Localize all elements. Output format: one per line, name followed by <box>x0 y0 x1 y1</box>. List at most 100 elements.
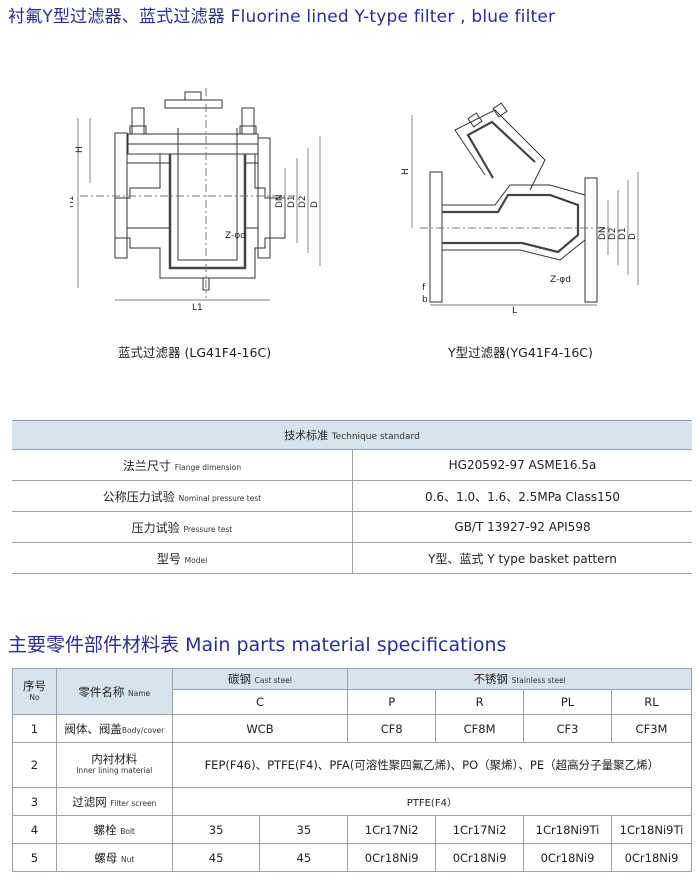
spec-value: Y型、蓝式 Y type basket pattern <box>352 542 692 574</box>
value-cell: 0Cr18Ni9 <box>347 843 437 872</box>
y-filter-caption: Y型过滤器(YG41F4-16C) <box>448 345 593 360</box>
spec-label-cn: 法兰尺寸 <box>122 458 171 473</box>
spec-label-cn: 压力试验 <box>131 520 180 535</box>
spec-label-en: Pressure test <box>183 524 233 534</box>
page-title-cn: 衬氟Y型过滤器、蓝式过滤器 <box>8 7 225 27</box>
y-dim-d1-label: D1 <box>618 227 628 240</box>
value-cell: 45 <box>259 843 349 872</box>
value-cell: 0Cr18Ni9 <box>523 843 612 872</box>
header-ss-cn: 不锈钢 <box>473 672 508 686</box>
value-cell: WCB <box>171 714 349 743</box>
spec-label: 型号 Model <box>12 542 353 574</box>
technique-standard-table: 技术标准 Technique standard 法兰尺寸 Flange dime… <box>12 420 692 574</box>
y-dim-h-label: H <box>401 168 411 175</box>
value-cell: 35 <box>259 815 349 844</box>
row-no: 1 <box>12 714 57 743</box>
materials-title-cn: 主要零件部件材料表 <box>8 634 180 656</box>
row-name-cn: 内衬材料 <box>91 752 138 766</box>
row-name: 螺母 Nut <box>55 843 173 872</box>
header-name: 零件名称 Name <box>55 668 173 715</box>
spec-label-cn: 公称压力试验 <box>102 489 175 504</box>
table-row: 5 螺母 Nut 45 45 0Cr18Ni9 0Cr18Ni9 0Cr18Ni… <box>12 843 693 872</box>
header-cast-steel: 碳钢 Cast steel <box>171 668 349 690</box>
spec-label-en: Model <box>184 555 208 565</box>
y-dim-l-label: L <box>512 306 517 315</box>
materials-title-en: Main parts material specifications <box>185 634 507 656</box>
code-cell: C <box>171 689 349 715</box>
value-cell: 1Cr18Ni9Ti <box>610 815 693 844</box>
spec-label: 法兰尺寸 Flange dimension <box>12 449 353 481</box>
page-title: 衬氟Y型过滤器、蓝式过滤器 Fluorine lined Y-type filt… <box>8 2 555 27</box>
materials-section-title: 主要零件部件材料表 Main parts material specificat… <box>8 630 506 657</box>
row-name: 过滤网 Filter screen <box>55 787 173 816</box>
row-no: 4 <box>12 815 57 844</box>
code-cell: RL <box>610 689 693 715</box>
row-no: 2 <box>12 742 57 788</box>
spec-row: 压力试验 Pressure test GB/T 13927-92 API598 <box>12 511 692 543</box>
dim-zphid-label: Z-φd <box>225 231 246 241</box>
header-name-cn: 零件名称 <box>78 684 125 699</box>
row-name-cn: 阀体、阀盖 <box>64 721 122 736</box>
spec-value: GB/T 13927-92 API598 <box>352 511 692 543</box>
dim-h1-label: H1 <box>70 196 76 209</box>
table-row: 1 阀体、阀盖Body/cover WCB CF8 CF8M CF3 CF3M <box>12 714 693 743</box>
header-ss-en: Stainless steel <box>511 676 566 685</box>
row-no: 3 <box>12 787 57 816</box>
cover-handle <box>184 91 202 100</box>
value-cell: CF8 <box>347 714 437 743</box>
spec-row: 公称压力试验 Nominal pressure test 0.6、1.0、1.6… <box>12 480 692 512</box>
value-cell: PTFE(F4） <box>171 787 693 816</box>
spec-label: 公称压力试验 Nominal pressure test <box>12 480 353 512</box>
spec-row: 型号 Model Y型、蓝式 Y type basket pattern <box>12 542 692 574</box>
spec-row: 法兰尺寸 Flange dimension HG20592-97 ASME16.… <box>12 449 692 481</box>
value-cell: CF3 <box>523 714 612 743</box>
dim-h-label: H <box>75 146 85 153</box>
materials-table: 序号 No 零件名称 Name 碳钢 Cast steel 不锈钢 Stainl… <box>12 668 693 872</box>
row-name-cn: 过滤网 <box>72 794 107 809</box>
code-cell: P <box>347 689 437 715</box>
spec-header-cn: 技术标准 <box>284 429 329 442</box>
row-name-en: Nut <box>120 854 135 864</box>
row-name: 螺栓 Bolt <box>55 815 173 844</box>
row-name-cn: 螺母 <box>94 850 118 865</box>
row-name-cn: 螺栓 <box>93 822 117 837</box>
y-dim-f-label: f <box>422 283 426 293</box>
y-filter-drawing: H DN D2 D1 D L Z-φd f b <box>401 102 639 315</box>
basket-filter-caption: 蓝式过滤器 (LG41F4-16C) <box>118 345 272 360</box>
spec-header: 技术标准 Technique standard <box>12 420 692 450</box>
spec-header-en: Technique standard <box>331 432 420 442</box>
header-name-en: Name <box>128 688 151 698</box>
header-cast-cn: 碳钢 <box>228 672 252 686</box>
row-name-en: Bolt <box>120 826 135 836</box>
row-name-en: Body/cover <box>121 725 165 735</box>
dim-dn-label: DN <box>275 194 285 208</box>
y-dim-d2-label: D2 <box>608 227 618 240</box>
value-cell: 1Cr18Ni9Ti <box>523 815 612 844</box>
spec-value: HG20592-97 ASME16.5a <box>352 449 692 481</box>
y-dim-dn-label: DN <box>598 226 608 240</box>
row-name: 阀体、阀盖Body/cover <box>55 714 173 743</box>
dim-d-label: D <box>310 201 320 208</box>
value-cell: 45 <box>171 843 261 872</box>
page-title-en: Fluorine lined Y-type filter , blue filt… <box>230 7 556 27</box>
header-no-en: No <box>29 692 40 702</box>
value-cell: 1Cr17Ni2 <box>347 815 437 844</box>
code-cell: PL <box>523 689 612 715</box>
value-cell: 1Cr17Ni2 <box>435 815 525 844</box>
y-dim-zphid-label: Z-φd <box>550 275 571 285</box>
code-cell: R <box>435 689 525 715</box>
spec-value: 0.6、1.0、1.6、2.5MPa Class150 <box>352 480 692 512</box>
row-name-en: Inner lining material <box>76 766 153 775</box>
spec-label-en: Nominal pressure test <box>178 493 262 503</box>
header-no: 序号 No <box>12 668 57 715</box>
row-name-en: Filter screen <box>110 798 157 808</box>
table-row: 3 过滤网 Filter screen PTFE(F4） <box>12 787 693 816</box>
y-dim-b-label: b <box>422 295 428 305</box>
value-cell: CF8M <box>435 714 525 743</box>
spec-label: 压力试验 Pressure test <box>12 511 353 543</box>
spec-label-en: Flange dimension <box>174 462 242 472</box>
basket-filter-drawing: H H1 DN D1 D2 D L1 Z-φd <box>70 88 321 313</box>
table-row: 4 螺栓 Bolt 35 35 1Cr17Ni2 1Cr17Ni2 1Cr18N… <box>12 815 693 844</box>
row-no: 5 <box>12 843 57 872</box>
